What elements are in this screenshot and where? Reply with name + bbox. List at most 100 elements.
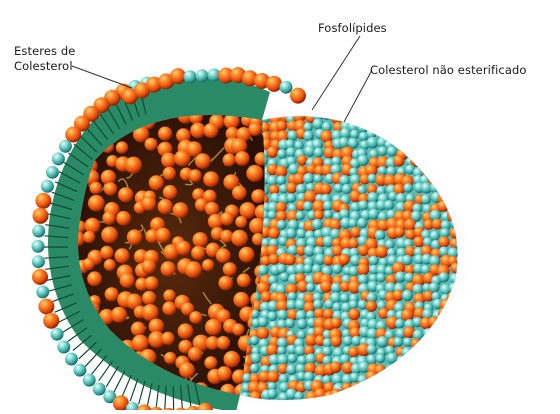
core-molecule [237,273,251,287]
surface-cholesterol [441,104,452,115]
core-molecule [102,211,115,224]
surface-phospholipid [448,346,459,357]
surface-phospholipid [459,191,471,203]
surface-cholesterol [455,138,467,150]
surface-phospholipid [350,130,360,140]
surface-phospholipid [376,273,385,282]
core-molecule [88,195,105,212]
surface-phospholipid [277,149,287,159]
core-molecule [142,196,157,211]
surface-cholesterol [257,327,270,340]
surface-phospholipid [459,104,470,115]
core-molecule [185,261,202,278]
surface-cholesterol [430,157,443,170]
rim-phospholipid [93,383,106,396]
core-molecule [158,127,172,141]
core-molecule [217,366,232,381]
surface-phospholipid [460,129,470,139]
phospholipid-shell-surface [230,101,471,405]
surface-phospholipid [402,365,413,376]
core-molecule [83,258,95,270]
surface-phospholipid [297,229,307,239]
surface-phospholipid [378,383,388,393]
surface-cholesterol [447,136,460,149]
surface-phospholipid [303,173,314,184]
surface-phospholipid [412,111,422,121]
surface-phospholipid [348,218,358,228]
surface-phospholipid [250,364,260,374]
core-molecule [83,231,95,243]
surface-phospholipid [430,354,441,365]
rim-phospholipid [184,70,197,83]
surface-phospholipid [456,345,467,356]
surface-cholesterol [447,319,459,331]
surface-phospholipid [441,356,450,365]
core-molecule [235,151,250,166]
surface-phospholipid [286,228,297,239]
rim-cholesterol [32,269,48,285]
surface-phospholipid [421,194,431,204]
surface-phospholipid [349,300,358,309]
surface-phospholipid [369,256,379,266]
surface-phospholipid [439,336,449,346]
surface-cholesterol [456,391,468,403]
surface-phospholipid [396,384,405,393]
surface-cholesterol [267,146,279,158]
surface-phospholipid [457,383,467,393]
surface-phospholipid [459,371,470,382]
surface-phospholipid [431,373,440,382]
core-molecule [203,171,219,187]
core-molecule [115,248,130,263]
core-molecule [191,246,205,260]
surface-cholesterol [320,281,332,293]
rim-cholesterol [136,404,152,410]
surface-cholesterol [410,103,423,116]
surface-cholesterol [331,336,342,347]
surface-phospholipid [294,141,304,151]
surface-phospholipid [377,336,389,348]
rim-phospholipid [41,180,54,193]
surface-phospholipid [415,390,425,400]
core-molecule [223,153,236,166]
surface-cholesterol [413,371,426,384]
surface-phospholipid [303,131,314,142]
surface-phospholipid [314,174,323,183]
surface-cholesterol [403,102,414,113]
surface-phospholipid [331,283,342,294]
surface-phospholipid [457,362,468,373]
core-molecule [220,212,234,226]
surface-phospholipid [411,364,421,374]
surface-phospholipid [304,146,315,157]
surface-phospholipid [333,103,342,112]
core-molecule [145,138,158,151]
surface-phospholipid [412,119,422,129]
surface-phospholipid [340,293,350,303]
core-molecule [149,175,164,190]
core-molecule [156,228,171,243]
surface-phospholipid [385,111,395,121]
core-molecule [163,167,176,180]
surface-cholesterol [394,227,405,238]
core-molecule [178,323,194,339]
surface-phospholipid [404,381,414,391]
surface-phospholipid [277,220,287,230]
surface-phospholipid [324,103,334,113]
surface-phospholipid [403,183,413,193]
core-molecule [131,322,146,337]
surface-cholesterol [358,245,369,256]
surface-cholesterol [404,219,416,231]
surface-cholesterol [448,149,459,160]
surface-phospholipid [450,113,461,124]
surface-cholesterol [313,210,324,221]
surface-phospholipid [368,105,378,115]
surface-cholesterol [431,129,444,142]
surface-phospholipid [348,389,358,399]
surface-phospholipid [448,335,459,346]
surface-cholesterol [323,309,334,320]
surface-cholesterol [423,354,434,365]
surface-cholesterol [285,254,296,265]
surface-cholesterol [339,254,350,265]
surface-phospholipid [439,272,449,282]
rim-phospholipid [65,353,78,366]
core-molecule [120,273,135,288]
